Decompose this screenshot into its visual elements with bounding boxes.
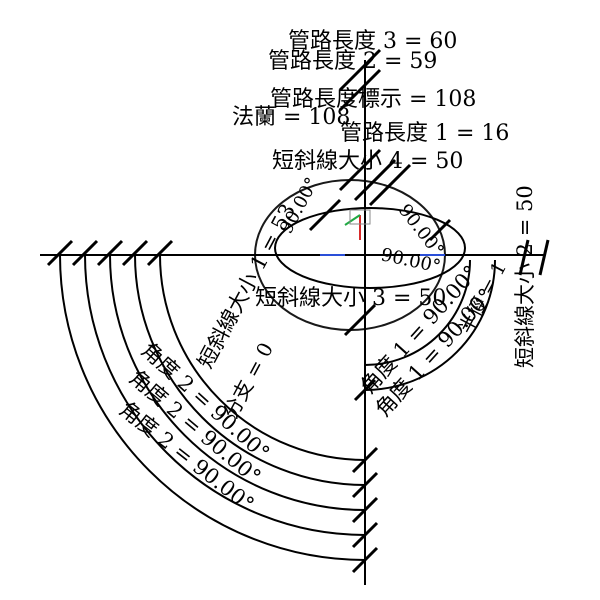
angle-arc-4 — [134, 254, 366, 486]
angle-arc-2 — [84, 254, 366, 536]
pipe-length-3-label: 管路長度 3 = 60 — [288, 29, 457, 54]
pipe-mark-label: 管路長度標示 = 108 — [270, 87, 476, 112]
short-slash-3-label: 短斜線大小 3 = 50 — [255, 286, 446, 311]
angle-arc-right-1 — [364, 259, 496, 391]
pipe-length-1-label: 管路長度 1 = 16 — [340, 121, 509, 146]
short-slash-4-label: 短斜線大小 4 = 50 — [272, 149, 463, 174]
angle-arc-5 — [159, 254, 366, 461]
gizmo-axis-z — [344, 214, 361, 226]
angle-arc-1 — [59, 254, 366, 561]
gizmo-origin-box — [349, 209, 371, 225]
angle-arc-right-2 — [364, 259, 471, 366]
tick-marks — [46, 48, 550, 574]
flange-ellipse — [274, 207, 466, 289]
pipe-length-2-label: 管路長度 2 = 59 — [268, 49, 437, 74]
short-slash-2-label: 短斜線大小 2 = 50 — [513, 185, 537, 368]
flange-label: 法蘭 = 108 — [232, 105, 350, 130]
angle-arc-3 — [109, 254, 366, 511]
